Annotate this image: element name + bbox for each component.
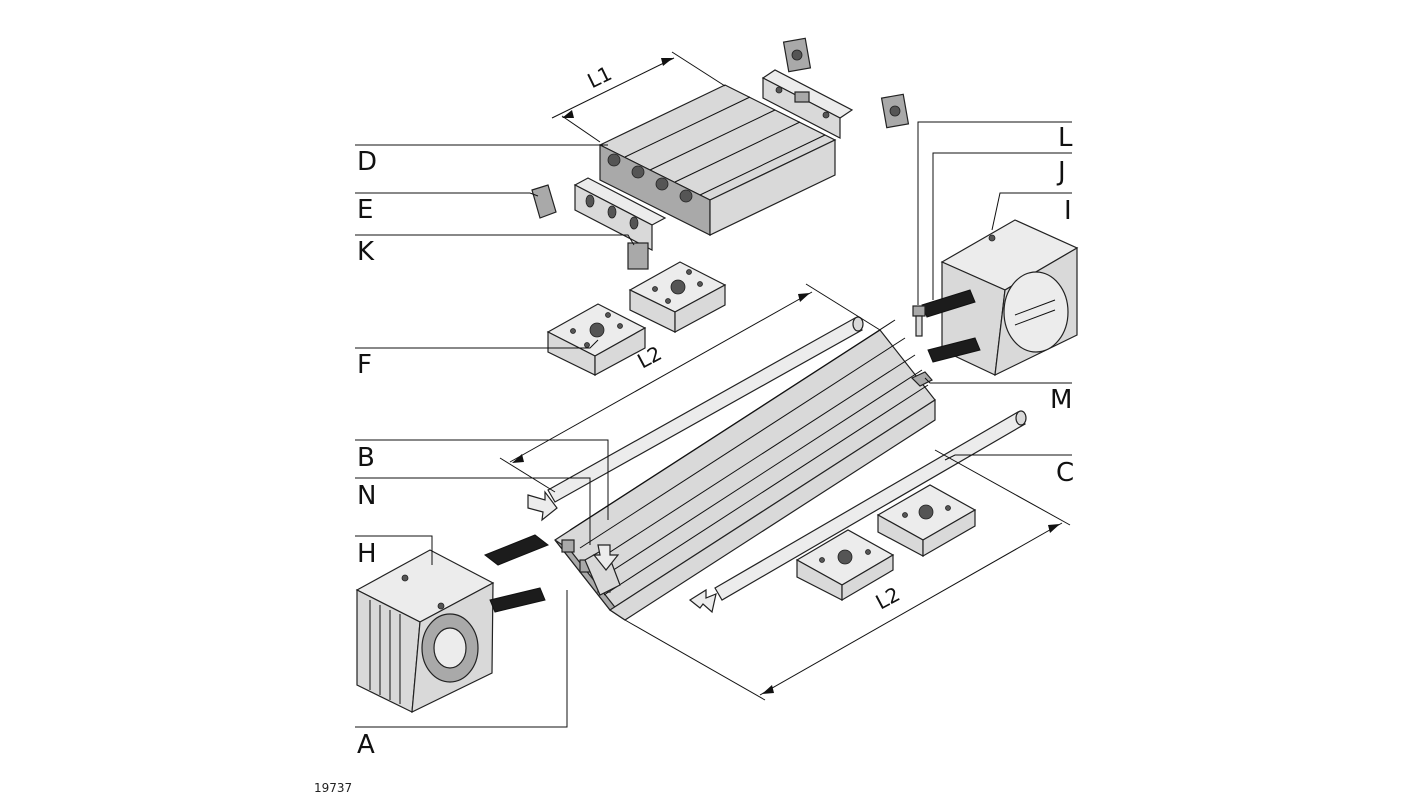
carriage-lower-right xyxy=(876,484,977,558)
dimension-l1 xyxy=(551,51,726,143)
callout-l: L xyxy=(1058,123,1073,153)
carriage-lower-left xyxy=(795,529,895,602)
arrow-upper-left xyxy=(527,490,558,522)
dimension-label-l1: L1 xyxy=(584,61,616,93)
carriage-upper-left xyxy=(546,303,647,377)
cover-cap-k xyxy=(627,242,649,270)
drive-head xyxy=(355,549,495,714)
callout-m: M xyxy=(1050,385,1072,415)
callout-k: K xyxy=(357,237,375,267)
carriage-upper-right xyxy=(628,261,727,334)
toothed-belt-left-upper xyxy=(483,534,550,566)
callout-e: E xyxy=(357,195,373,225)
toothed-belt-left-lower xyxy=(489,587,546,613)
top-end-bar xyxy=(761,69,854,139)
callout-n: N xyxy=(357,481,376,511)
toothed-belt-right-lower xyxy=(927,337,981,363)
top-profile-plate xyxy=(598,84,837,236)
arrow-lower-left xyxy=(592,544,620,571)
cover-cap-top-right xyxy=(880,93,910,129)
callout-h: H xyxy=(357,539,377,569)
callout-a: A xyxy=(357,730,375,760)
callout-f: F xyxy=(357,350,372,380)
slot-nut xyxy=(910,371,933,387)
dimension-l2-bottom xyxy=(624,449,1071,701)
callout-d: D xyxy=(357,147,377,177)
arrow-shaft xyxy=(688,588,717,614)
figure-number: 19737 xyxy=(314,781,352,795)
screw xyxy=(912,305,926,337)
leader-lines xyxy=(355,121,1072,728)
dimension-label-l2-bottom: L2 xyxy=(872,582,904,614)
callout-i: I xyxy=(1064,196,1072,226)
end-plate-small xyxy=(531,184,557,219)
shaft-upper xyxy=(547,316,864,503)
cover-cap-top-left xyxy=(782,37,812,73)
callout-j: J xyxy=(1056,157,1066,187)
callout-c: C xyxy=(1056,458,1074,488)
connecting-bar xyxy=(573,177,667,251)
callout-b: B xyxy=(357,443,375,473)
dimension-l2-top xyxy=(499,283,881,493)
main-profile-extrusion xyxy=(554,319,936,621)
